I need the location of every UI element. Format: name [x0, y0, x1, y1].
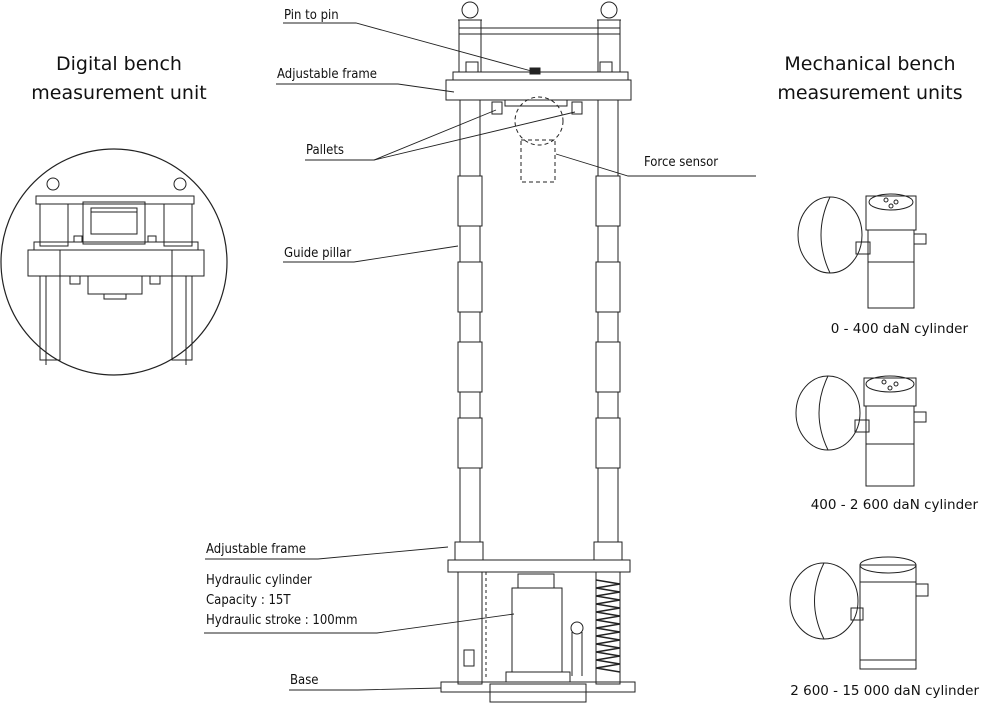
cylinder-2600-15000-drawing: [789, 556, 929, 670]
label-adjustable-frame-bottom: Adjustable frame: [206, 542, 306, 557]
main-bench: [440, 1, 636, 703]
label-adjustable-frame-top: Adjustable frame: [277, 67, 377, 82]
digital-unit-detail: [0, 148, 228, 376]
cylinder-caption-2: 400 - 2 600 daN cylinder: [810, 497, 978, 513]
cylinder-0-400-drawing: [797, 193, 927, 309]
label-pin-to-pin: Pin to pin: [284, 8, 339, 23]
mechanical-heading-line1: Mechanical bench: [784, 53, 956, 75]
label-hydraulic-stroke: Hydraulic stroke : 100mm: [206, 613, 358, 628]
digital-bench-heading: Digital bench measurement unit: [14, 50, 224, 108]
cylinder-caption-1: 0 - 400 daN cylinder: [830, 321, 968, 337]
mechanical-heading-line2: measurement units: [777, 82, 963, 104]
spring: [595, 579, 621, 673]
label-hydraulic-cylinder: Hydraulic cylinder: [206, 573, 312, 588]
digital-heading-line1: Digital bench: [56, 53, 182, 75]
mechanical-bench-heading: Mechanical bench measurement units: [765, 50, 975, 108]
cylinder-400-2600-drawing: [795, 375, 927, 487]
cylinder-caption-3: 2 600 - 15 000 daN cylinder: [790, 683, 979, 699]
label-force-sensor: Force sensor: [644, 155, 719, 170]
leader-lines: [204, 22, 756, 691]
label-pallets: Pallets: [306, 143, 345, 158]
label-base: Base: [290, 673, 319, 688]
label-capacity: Capacity : 15T: [206, 593, 291, 608]
label-guide-pillar: Guide pillar: [284, 246, 352, 261]
digital-heading-line2: measurement unit: [31, 82, 207, 104]
